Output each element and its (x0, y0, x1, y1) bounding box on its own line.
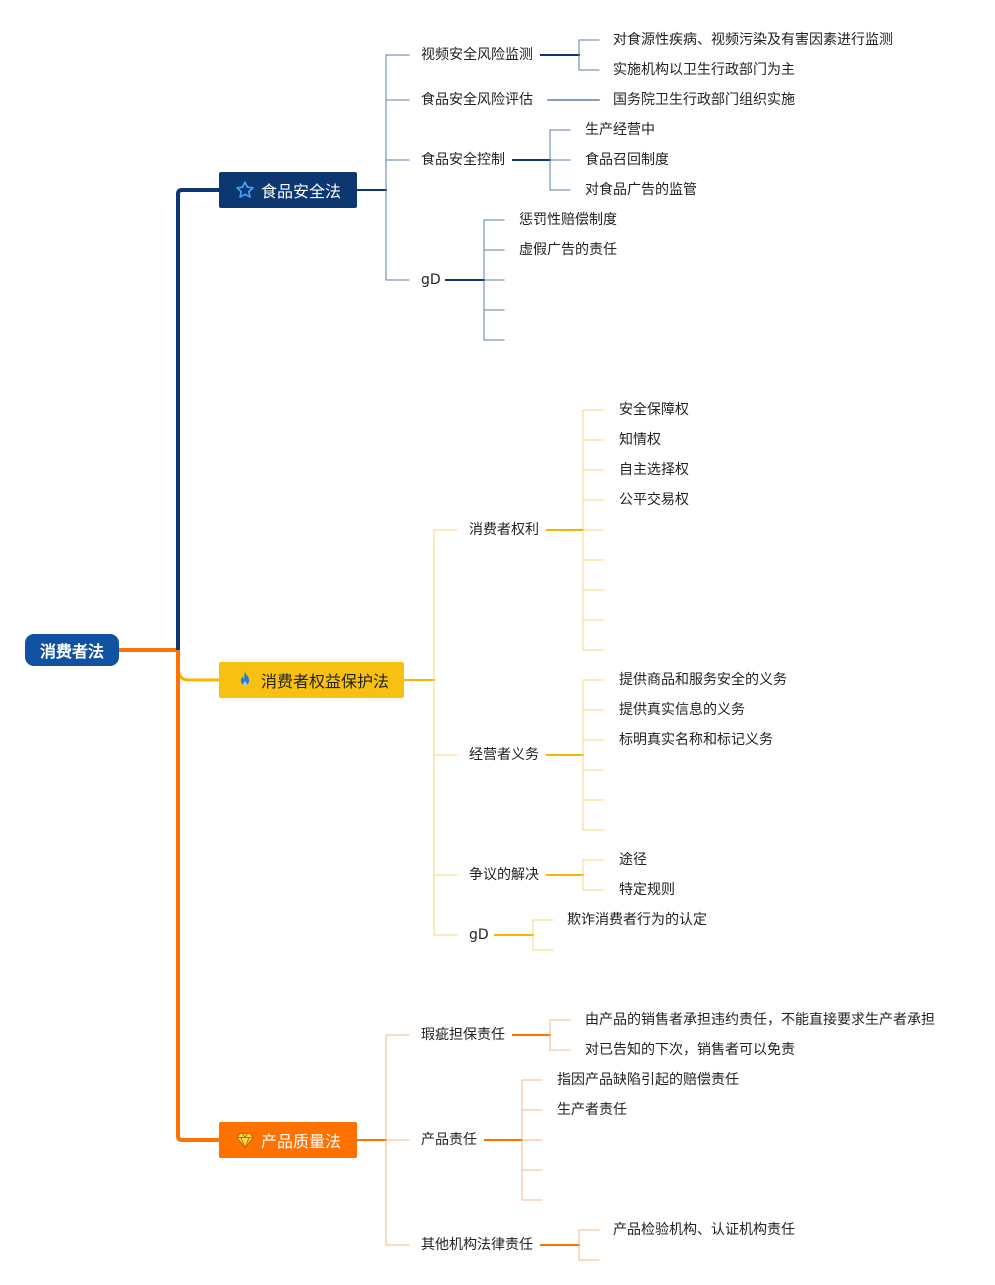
leaf-item[interactable]: 虚假广告的责任 (519, 242, 617, 258)
leaf-item[interactable]: 特定规则 (619, 882, 675, 898)
star-icon (235, 180, 255, 200)
leaf-item[interactable]: 对食源性疾病、视频污染及有害因素进行监测 (613, 32, 893, 48)
leaf-item[interactable]: 对食品广告的监管 (585, 182, 697, 198)
leaf-item[interactable]: 国务院卫生行政部门组织实施 (613, 92, 795, 108)
branch-node[interactable]: 产品质量法 (219, 1122, 357, 1158)
leaf-item[interactable]: 由产品的销售者承担违约责任，不能直接要求生产者承担 (585, 1012, 935, 1028)
leaf-item[interactable]: 生产经营中 (585, 122, 655, 138)
diamond-icon (235, 1130, 255, 1150)
sub-topic[interactable]: 经营者义务 (469, 747, 539, 763)
sub-topic[interactable]: 瑕疵担保责任 (421, 1027, 505, 1043)
flame-icon (235, 670, 255, 690)
leaf-item[interactable]: 知情权 (619, 432, 661, 448)
sub-topic[interactable]: 消费者权利 (469, 522, 539, 538)
leaf-item[interactable]: 对已告知的下次，销售者可以免责 (585, 1042, 795, 1058)
root-label: 消费者法 (39, 642, 104, 661)
branch-label: 产品质量法 (261, 1132, 342, 1151)
sub-topic[interactable]: gD (469, 927, 489, 943)
sub-topic[interactable]: 其他机构法律责任 (421, 1237, 533, 1253)
branch-label: 食品安全法 (261, 182, 342, 201)
leaf-item[interactable]: 产品检验机构、认证机构责任 (613, 1222, 795, 1238)
branch-node[interactable]: 消费者权益保护法 (219, 662, 404, 698)
leaf-item[interactable]: 欺诈消费者行为的认定 (567, 912, 707, 928)
leaf-item[interactable]: 公平交易权 (619, 492, 689, 508)
leaf-item[interactable]: 标明真实名称和标记义务 (619, 732, 773, 748)
branch-node[interactable]: 食品安全法 (219, 172, 357, 208)
sub-topic[interactable]: 争议的解决 (469, 867, 539, 883)
leaf-item[interactable]: 指因产品缺陷引起的赔偿责任 (557, 1072, 739, 1088)
sub-topic[interactable]: gD (421, 272, 441, 288)
leaf-item[interactable]: 惩罚性赔偿制度 (519, 212, 617, 228)
leaf-item[interactable]: 提供商品和服务安全的义务 (619, 672, 787, 688)
sub-topic[interactable]: 产品责任 (421, 1132, 477, 1148)
sub-topic[interactable]: 食品安全控制 (421, 152, 505, 168)
sub-topic[interactable]: 视频安全风险监测 (421, 47, 533, 63)
leaf-item[interactable]: 途径 (619, 852, 647, 868)
sub-topic[interactable]: 食品安全风险评估 (421, 92, 533, 108)
leaf-item[interactable]: 提供真实信息的义务 (619, 702, 745, 718)
leaf-item[interactable]: 安全保障权 (619, 402, 689, 418)
branch-label: 消费者权益保护法 (261, 672, 390, 691)
trunk-to-consumer-law (176, 665, 219, 682)
trunk-to-food-law (176, 188, 219, 650)
leaf-item[interactable]: 自主选择权 (619, 462, 689, 478)
root-node[interactable]: 消费者法 (25, 634, 119, 666)
leaf-item[interactable]: 生产者责任 (557, 1102, 627, 1118)
leaf-item[interactable]: 食品召回制度 (585, 152, 669, 168)
leaf-item[interactable]: 实施机构以卫生行政部门为主 (613, 62, 795, 78)
trunk-to-product-law (176, 650, 219, 1142)
